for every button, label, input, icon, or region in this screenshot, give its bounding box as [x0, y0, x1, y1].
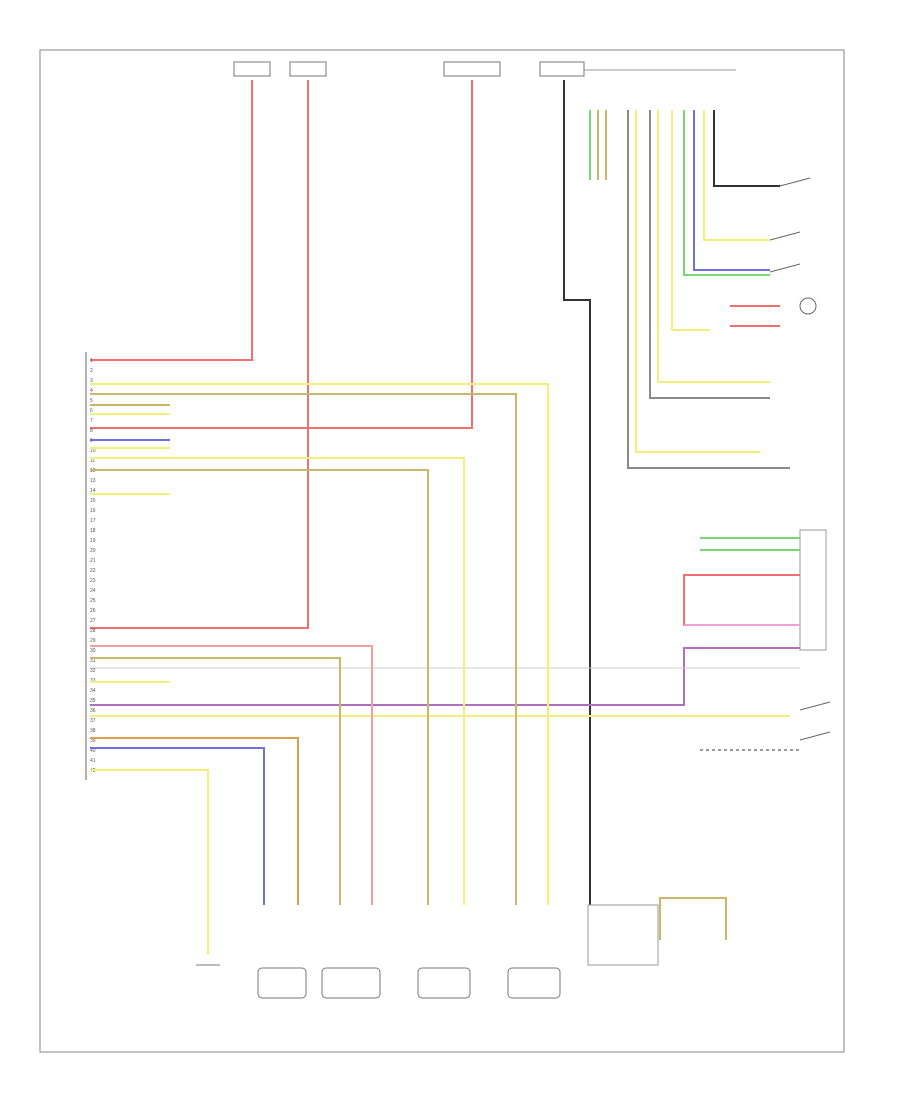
- sensor-left-front: [321, 967, 381, 999]
- wire-red-supply-1: [90, 80, 253, 361]
- wire-red-module: [683, 574, 800, 626]
- wire-blue-1: [90, 747, 265, 905]
- connector-pin-number: 25: [90, 598, 96, 604]
- switch-contact-2: [769, 231, 801, 241]
- wire-green-right: [683, 110, 770, 276]
- wire-yellow-1: [90, 383, 549, 905]
- connector-pin-number: 24: [90, 588, 96, 594]
- connector-pin-number: 28: [90, 628, 96, 634]
- wire-red-supply-2: [90, 80, 309, 629]
- connector-pin-number: 40: [90, 748, 96, 754]
- connector-pin-number: 31: [90, 658, 96, 664]
- wire-orange-1: [90, 737, 299, 905]
- connector-pin-number: 26: [90, 608, 96, 614]
- wire-yellow-right: [635, 110, 760, 453]
- connector-pin-number: 13: [90, 478, 96, 484]
- connector-pin-number: 41: [90, 758, 96, 764]
- connector-pin-number: 10: [90, 448, 96, 454]
- connector-pin-number: 39: [90, 738, 96, 744]
- wire-yellow-right-2: [657, 110, 770, 383]
- wire-blue-right: [693, 110, 770, 271]
- supply-labels: [233, 61, 736, 77]
- connector-pin-number: 11: [90, 458, 95, 464]
- connector-pin-number: 17: [90, 518, 96, 524]
- connector-pin-number: 23: [90, 578, 96, 584]
- wire-gray-right-2: [649, 110, 770, 399]
- wire-gray-right: [627, 110, 790, 469]
- sensor-icon: [799, 297, 817, 315]
- sensor-row: [196, 897, 727, 999]
- supply-tab-1: [233, 61, 271, 77]
- connector-pin-number: 29: [90, 638, 96, 644]
- wire-pink-1: [90, 645, 373, 905]
- switch-contact-3: [769, 263, 801, 273]
- connector-pin-number: 22: [90, 568, 96, 574]
- connector-pin-number: 32: [90, 668, 96, 674]
- right-module-box: [799, 529, 827, 651]
- supply-tab-2: [289, 61, 327, 77]
- right-module: [90, 529, 827, 751]
- connector-pin-number: 7: [90, 418, 93, 424]
- connector-pin-number: 4: [90, 388, 93, 394]
- diagram-frame: [39, 49, 845, 1053]
- supply-tab-3: [443, 61, 501, 77]
- connector-pin-number: 18: [90, 528, 96, 534]
- wire-olive-loop: [659, 897, 727, 940]
- wire-yellow-right-3: [671, 110, 710, 331]
- top-right-stubs: [589, 110, 607, 180]
- sensor-left-rear: [257, 967, 307, 999]
- connector-pin-number: 16: [90, 508, 96, 514]
- switch-group: [730, 177, 831, 741]
- connector-pin-number: 15: [90, 498, 96, 504]
- connector-pin-number: 37: [90, 718, 96, 724]
- connector-pin-number: 3: [90, 378, 93, 384]
- connector-pin-number: 36: [90, 708, 96, 714]
- switch-contact-1: [779, 177, 811, 187]
- connector-pin-number: 27: [90, 618, 96, 624]
- wire-red-supply-3: [90, 80, 473, 429]
- supply-tab-4: [539, 61, 585, 77]
- wire-black-ground: [563, 80, 591, 905]
- wire-olive-2: [90, 469, 429, 905]
- connector-pin-number: 30: [90, 648, 96, 654]
- connector-pin-number: 8: [90, 428, 93, 434]
- switch-contact-5: [799, 701, 831, 711]
- wire-yellow-2: [90, 457, 465, 905]
- module-box-bottom: [587, 904, 659, 966]
- connector-pin-number: 1: [90, 358, 93, 364]
- wire-olive-1: [90, 393, 517, 905]
- connector-wires: [90, 383, 549, 955]
- connector-pins: 1234567891011121314151617181920212223242…: [90, 358, 96, 774]
- connector-pin-number: 6: [90, 408, 93, 414]
- connector-pin-number: 20: [90, 548, 96, 554]
- connector-pin-number: 5: [90, 398, 93, 404]
- connector-pin-number: 14: [90, 488, 96, 494]
- right-bundle: [627, 110, 790, 469]
- wire-yellow-right-4: [703, 110, 770, 241]
- connector-pin-number: 38: [90, 728, 96, 734]
- connector-pin-number: 21: [90, 558, 96, 564]
- connector-pin-number: 2: [90, 368, 93, 374]
- supply-wires: [90, 80, 591, 905]
- connector-pin-number: 19: [90, 538, 96, 544]
- wire-black-right: [713, 110, 780, 187]
- connector-pin-number: 35: [90, 698, 96, 704]
- sensor-right-front: [507, 967, 561, 999]
- wire-purple-module: [90, 647, 800, 706]
- sensor-right-rear: [417, 967, 471, 999]
- wire-yellow-3: [90, 769, 209, 955]
- switch-contact-4: [799, 731, 831, 741]
- wire-olive-3: [90, 657, 341, 905]
- connector-pin-number: 34: [90, 688, 96, 694]
